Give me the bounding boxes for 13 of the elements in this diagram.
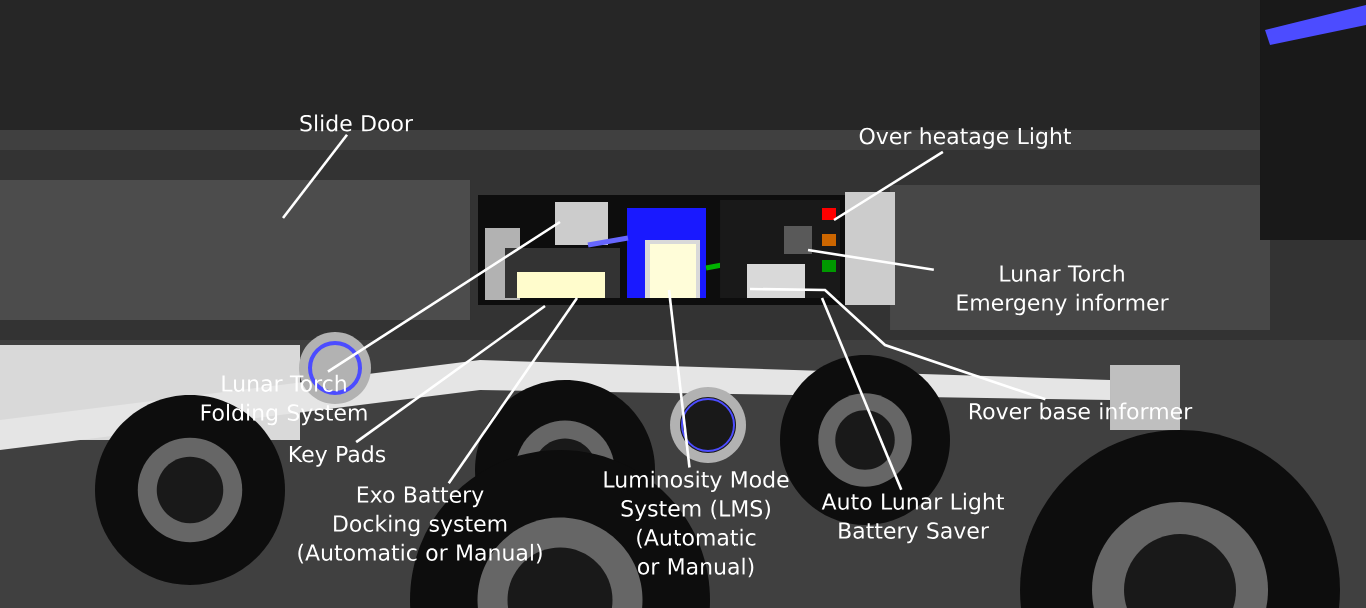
callout-label: Lunar Torch Emergeny informer (957, 264, 1169, 316)
callout-label: Auto Lunar Light Battery Saver (821, 492, 1004, 544)
leader-line (447, 297, 579, 485)
leader-line (667, 289, 691, 468)
callout-label: Over heatage Light (859, 127, 1071, 149)
callout-label: Slide Door (300, 114, 413, 132)
leader-line (281, 133, 349, 219)
callout-label: Luminosity Mode System (LMS) (Automatic or Manual) (604, 470, 789, 578)
leader-line (355, 304, 546, 444)
leader-line (833, 150, 944, 222)
leader-line (807, 248, 934, 272)
callout-label: Exo Battery Docking system (Automatic or Manual) (298, 486, 542, 564)
callout-label: Key Pads (289, 445, 386, 467)
